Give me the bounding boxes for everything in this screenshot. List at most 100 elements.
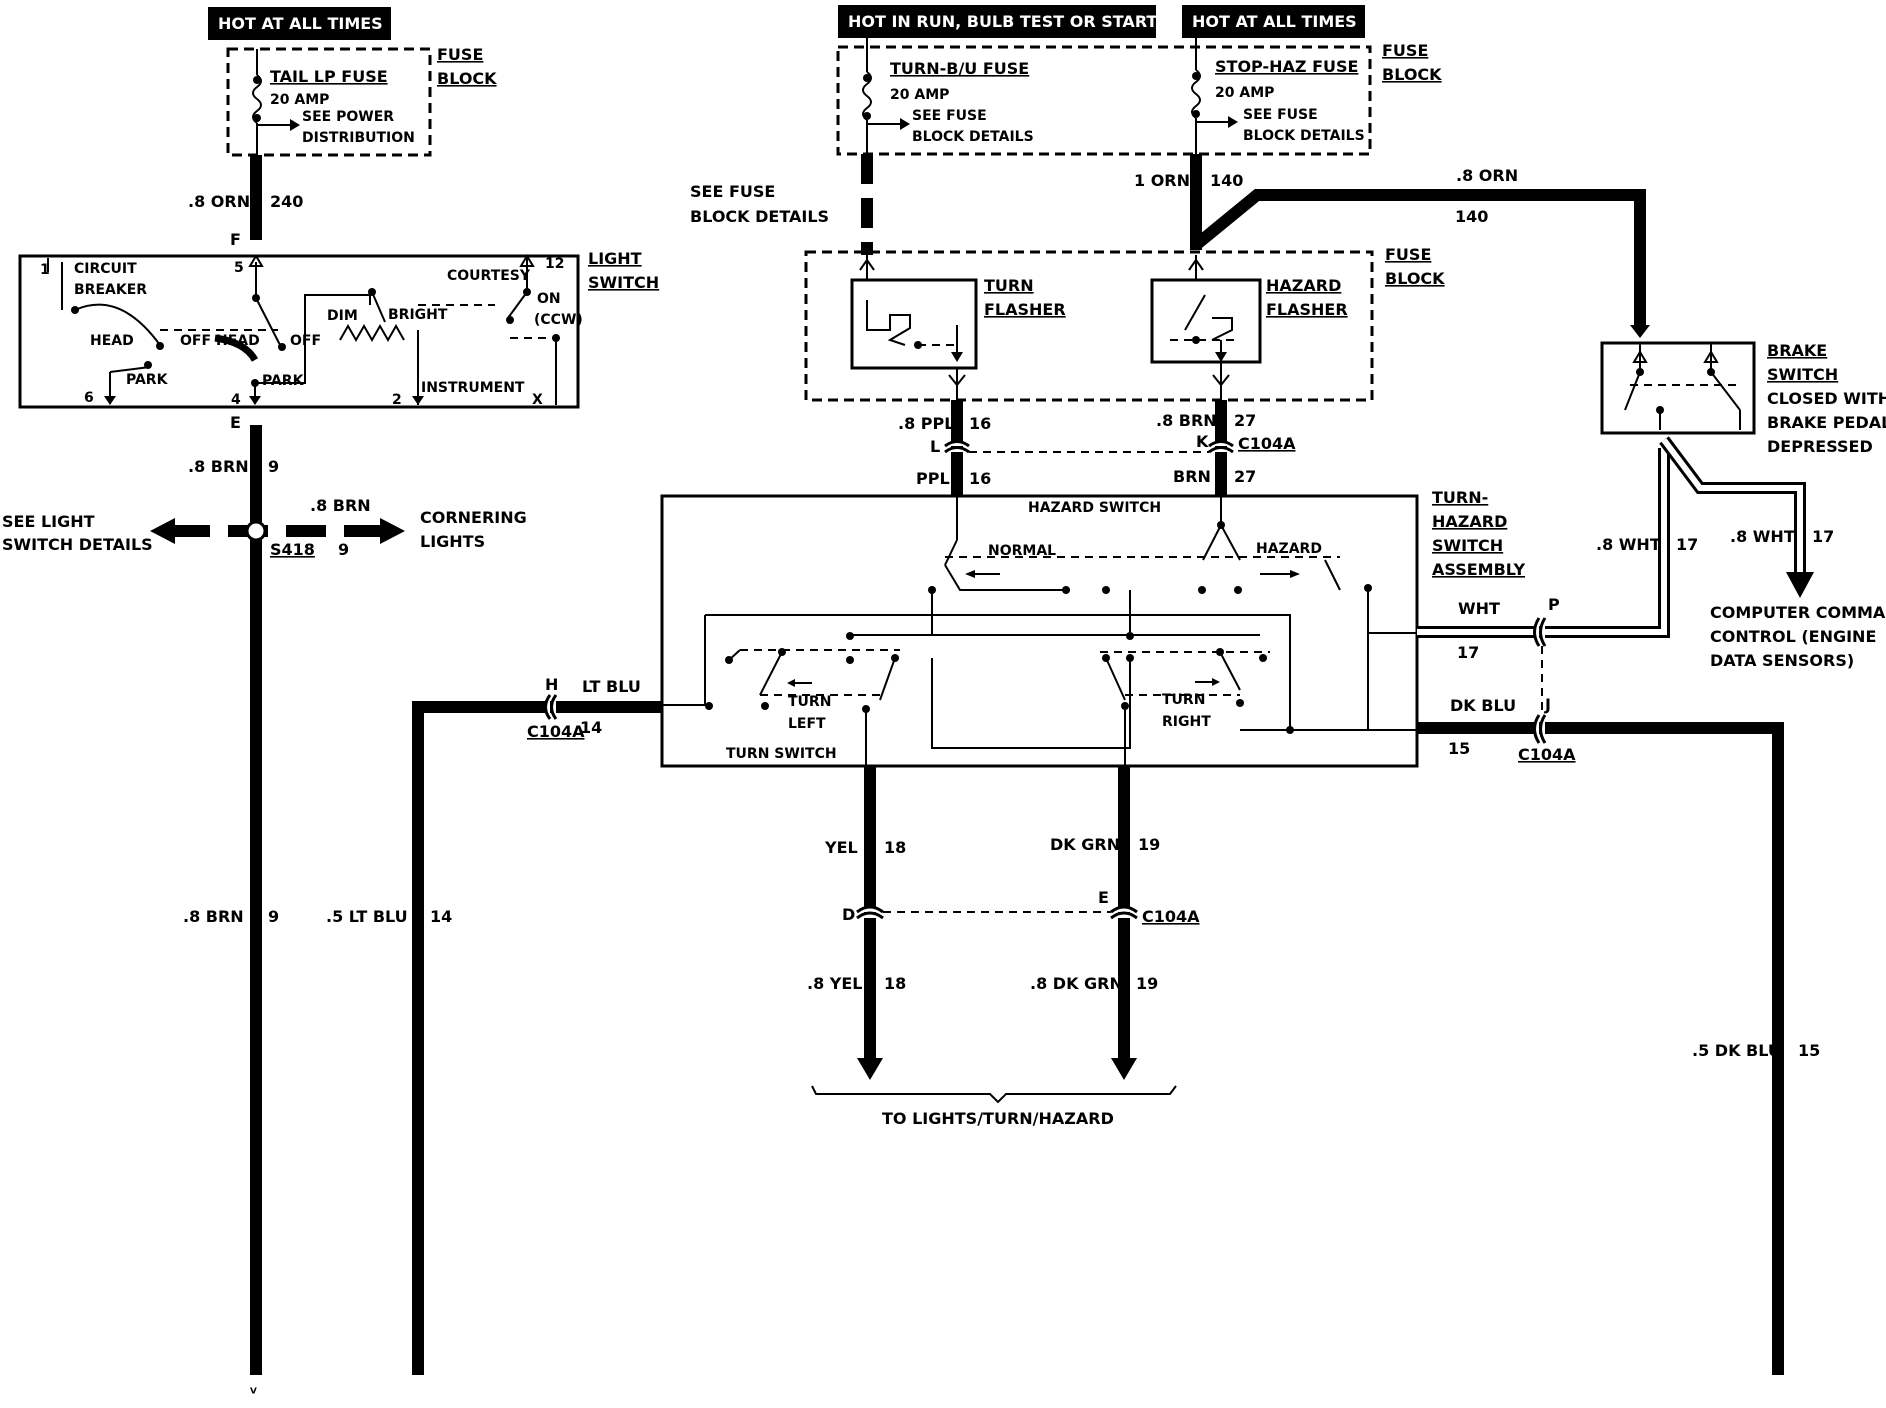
wire-dkblu5-num: 15 xyxy=(1798,1041,1820,1060)
fuse-stop-haz-see-2: BLOCK DETAILS xyxy=(1243,128,1365,144)
wire-ltblu-num: 14 xyxy=(580,718,602,737)
brake-switch-2: SWITCH xyxy=(1767,365,1838,384)
header-left: HOT AT ALL TIMES xyxy=(208,7,391,40)
wire-orn-8-num: 140 xyxy=(1455,207,1488,226)
light-switch-pin-12: 12 xyxy=(545,256,564,272)
wire-dkgrn-color: DK GRN xyxy=(1050,835,1120,854)
brake-switch-5: DEPRESSED xyxy=(1767,437,1873,456)
off-1-label: OFF xyxy=(180,333,211,349)
dim-label: DIM xyxy=(327,308,358,324)
turn-flasher-1: TURN xyxy=(984,276,1034,295)
header-left-text: HOT AT ALL TIMES xyxy=(218,14,383,33)
fuse-block-left: TAIL LP FUSE 20 AMP SEE POWER DISTRIBUTI… xyxy=(226,45,497,157)
circuit-breaker-2: BREAKER xyxy=(74,282,147,298)
light-switch-pin-f: F xyxy=(230,230,241,249)
wire-orn-240-num: 240 xyxy=(270,192,303,211)
fuse-stop-haz-see-1: SEE FUSE xyxy=(1243,107,1318,123)
wire-brn-9-num: 9 xyxy=(268,457,279,476)
bright-label: BRIGHT xyxy=(388,307,448,323)
splice-s418-num: 9 xyxy=(338,540,349,559)
header-right-text: HOT AT ALL TIMES xyxy=(1192,12,1357,31)
normal-label: NORMAL xyxy=(988,543,1056,559)
light-switch-label-1: LIGHT xyxy=(588,249,642,268)
light-switch-pin-1: 1 xyxy=(40,262,50,278)
wire-yel8-color: .8 YEL xyxy=(807,974,863,993)
wire-orn-brn: 1 ORN 140 .8 ORN 140 .8 BRN 27 K C104A B… xyxy=(969,154,1650,496)
brake-switch-3: CLOSED WITH xyxy=(1767,389,1886,408)
see-fuse-1: SEE FUSE xyxy=(690,182,775,201)
fuse-stop-haz: STOP-HAZ FUSE xyxy=(1215,57,1358,76)
cornering-2: LIGHTS xyxy=(420,532,485,551)
fuse-tail-see-2: DISTRIBUTION xyxy=(302,130,415,146)
wire-brn-conn: C104A xyxy=(1238,434,1296,453)
light-switch-pin-2: 2 xyxy=(392,392,402,408)
cornering-1: CORNERING xyxy=(420,508,527,527)
turn-switch-label: TURN SWITCH xyxy=(726,746,837,762)
wire-yel-color: YEL xyxy=(824,838,858,857)
wire-wht8b-color: .8 WHT xyxy=(1730,527,1795,546)
fuse-turn-bu: TURN-B/U FUSE xyxy=(890,59,1029,78)
turn-left-1: TURN xyxy=(788,694,831,710)
wire-brn-lower-color: .8 BRN xyxy=(183,907,244,926)
brake-switch-4: BRAKE PEDAL xyxy=(1767,413,1886,432)
splice-s418: SEE LIGHT SWITCH DETAILS .8 BRN CORNERIN… xyxy=(2,496,527,559)
wire-dkgrn8-color: .8 DK GRN xyxy=(1030,974,1123,993)
wire-ppl-top-color: .8 PPL xyxy=(898,414,954,433)
computer-3: DATA SENSORS) xyxy=(1710,651,1854,670)
wire-orn-140-color: 1 ORN xyxy=(1134,171,1190,190)
light-switch-pin-e: E xyxy=(230,413,241,432)
fuse-tail-lp-amp: 20 AMP xyxy=(270,92,329,108)
fuse-block-1-label-2: BLOCK xyxy=(437,69,497,88)
ccw-label: (CCW) xyxy=(534,312,583,328)
wire-wht8b-num: 17 xyxy=(1812,527,1834,546)
circuit-breaker-1: CIRCUIT xyxy=(74,261,137,277)
wire-wht8a-num: 17 xyxy=(1676,535,1698,554)
wire-wht-brake: .8 WHT 17 .8 WHT 17 COMPUTER COMMAND CON… xyxy=(1546,436,1886,670)
fuse-block-2-label-1: FUSE xyxy=(1382,41,1428,60)
wire-orn-240-color: .8 ORN xyxy=(188,192,250,211)
fuse-block-1-label-1: FUSE xyxy=(437,45,483,64)
light-switch-pin-5: 5 xyxy=(234,260,244,276)
wire-brn-9-color: .8 BRN xyxy=(188,457,249,476)
wire-yel-num: 18 xyxy=(884,838,906,857)
hazard-switch-label: HAZARD SWITCH xyxy=(1028,500,1161,516)
wire-ltblu-conn: C104A xyxy=(527,722,585,741)
computer-1: COMPUTER COMMAND xyxy=(1710,603,1886,622)
see-fuse-2: BLOCK DETAILS xyxy=(690,207,829,226)
fuse-stop-haz-amp: 20 AMP xyxy=(1215,85,1274,101)
see-light-2: SWITCH DETAILS xyxy=(2,535,153,554)
wire-dkblu5-color: .5 DK BLU xyxy=(1692,1041,1781,1060)
wire-wht8a-color: .8 WHT xyxy=(1596,535,1661,554)
head-1-label: HEAD xyxy=(90,333,134,349)
wire-yel-d: D xyxy=(842,905,855,924)
wire-dkblu-color: DK BLU xyxy=(1450,696,1516,715)
brake-switch-1: BRAKE xyxy=(1767,341,1827,360)
wire-ltblu-label: LT BLU xyxy=(582,677,641,696)
fuse-turn-bu-see-1: SEE FUSE xyxy=(912,108,987,124)
light-switch-pin-6: 6 xyxy=(84,390,94,406)
fuse-tail-lp: TAIL LP FUSE xyxy=(270,67,388,86)
wire-ppl-top-num: 16 xyxy=(969,414,991,433)
turn-left-2: LEFT xyxy=(788,716,826,732)
light-switch: LIGHT SWITCH 1 CIRCUIT BREAKER 5 COURTES… xyxy=(18,249,659,409)
wire-orn-140-num: 140 xyxy=(1210,171,1243,190)
flasher-fuse-block-1: FUSE xyxy=(1385,245,1431,264)
wire-dkblu-j: J xyxy=(1544,695,1551,714)
hazard-label: HAZARD xyxy=(1256,541,1322,557)
flasher-block: FUSE BLOCK TURN FLASHER HAZARD FLASHER xyxy=(804,245,1445,402)
fuse-block-middle: TURN-B/U FUSE 20 AMP SEE FUSE BLOCK DETA… xyxy=(836,38,1442,156)
fuse-tail-see-1: SEE POWER xyxy=(302,109,394,125)
splice-s418-label: S418 xyxy=(270,540,315,559)
brake-switch: BRAKE SWITCH CLOSED WITH BRAKE PEDAL DEP… xyxy=(1600,341,1886,456)
wire-brn-k: K xyxy=(1196,432,1209,451)
wire-ltblu-lower-num: 14 xyxy=(430,907,452,926)
fuse-block-2-label-2: BLOCK xyxy=(1382,65,1442,84)
wire-brn-num: 27 xyxy=(1234,467,1256,486)
instrument-label: INSTRUMENT xyxy=(421,380,525,396)
wire-wht-color: WHT xyxy=(1458,599,1500,618)
header-middle-text: HOT IN RUN, BULB TEST OR START xyxy=(848,12,1157,31)
park-2-label: PARK xyxy=(262,373,305,389)
park-1-label: PARK xyxy=(126,372,169,388)
wire-ppl-num: 16 xyxy=(969,469,991,488)
wire-brn-9b-color: .8 BRN xyxy=(310,496,371,515)
